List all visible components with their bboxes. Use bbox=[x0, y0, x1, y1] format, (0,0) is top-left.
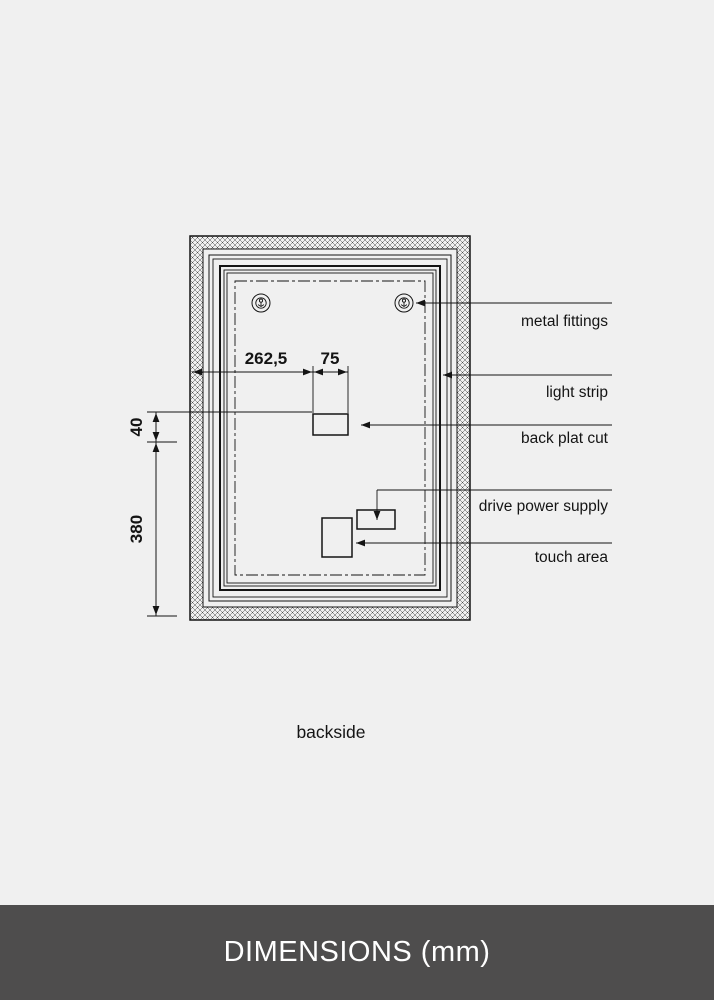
metal-fittings bbox=[251, 293, 414, 313]
callout-label-touch-area: touch area bbox=[535, 549, 609, 566]
mirror-outline bbox=[189, 235, 471, 621]
hatch-band bbox=[190, 236, 470, 620]
metal-fitting-icon bbox=[251, 293, 271, 313]
view-label: backside bbox=[296, 722, 365, 742]
callout-label-metal-fittings: metal fittings bbox=[521, 313, 608, 330]
drive-power-supply-rect bbox=[356, 509, 396, 530]
dimension-40: 40 bbox=[127, 418, 146, 437]
metal-fitting-icon bbox=[394, 293, 414, 313]
callout-label-back-plat-cut: back plat cut bbox=[521, 430, 609, 447]
footer-bar: DIMENSIONS (mm) bbox=[0, 905, 714, 1000]
dimension-262-5: 262,5 bbox=[245, 349, 288, 368]
footer-title: DIMENSIONS (mm) bbox=[223, 936, 491, 968]
touch-area-rect bbox=[321, 517, 353, 558]
callout-back-plat-cut: back plat cut bbox=[361, 421, 612, 447]
callout-light-strip: light strip bbox=[443, 371, 612, 401]
technical-drawing: 262,5 75 40 380 metal fittings bbox=[127, 235, 612, 742]
dimension-vertical: 40 380 bbox=[127, 411, 312, 617]
light-strip-centerline bbox=[234, 280, 426, 576]
back-plat-cut-rect bbox=[312, 413, 349, 436]
dimension-380: 380 bbox=[127, 515, 146, 543]
callout-label-light-strip: light strip bbox=[546, 384, 608, 401]
dimension-horizontal: 262,5 75 bbox=[192, 349, 349, 413]
callout-label-drive-power-supply: drive power supply bbox=[479, 498, 608, 515]
callout-metal-fittings: metal fittings bbox=[416, 299, 612, 330]
dimension-75: 75 bbox=[321, 349, 340, 368]
callout-touch-area: touch area bbox=[356, 539, 612, 566]
callout-drive-power-supply: drive power supply bbox=[373, 489, 612, 520]
